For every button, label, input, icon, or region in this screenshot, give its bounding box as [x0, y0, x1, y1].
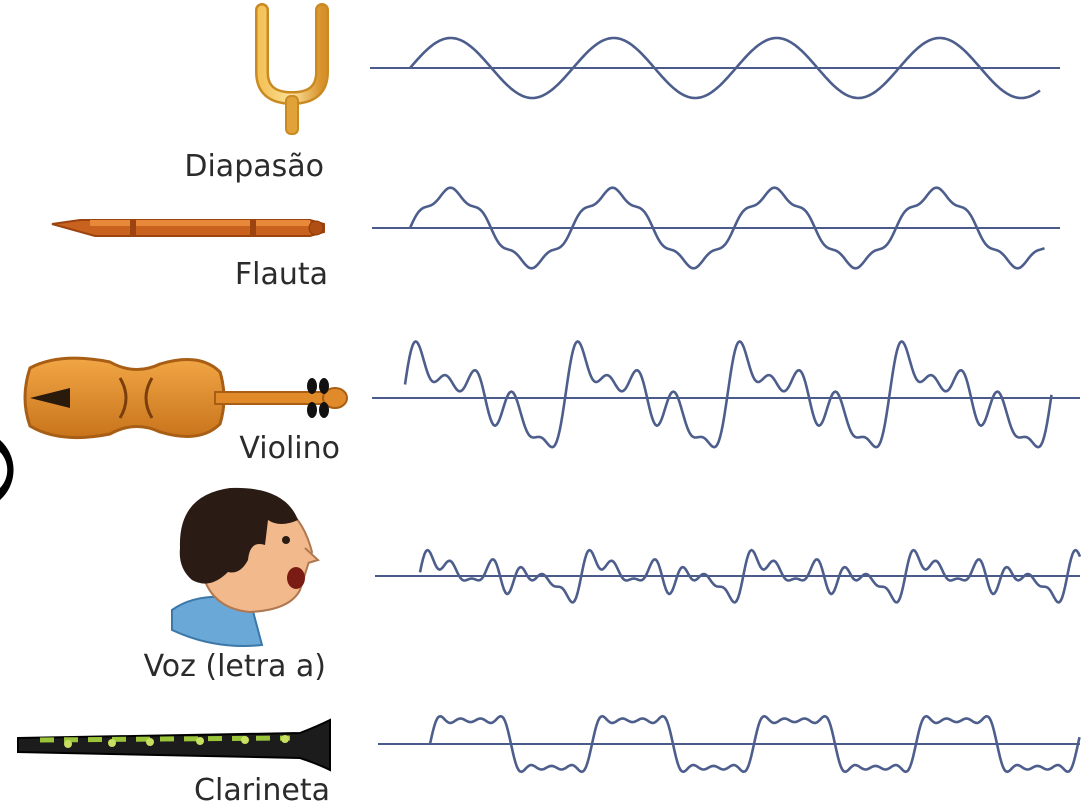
flute-icon: [51, 219, 325, 237]
clarinet-icon: [17, 718, 331, 772]
waveform-clarineta: [428, 714, 1081, 774]
violin-icon: [23, 356, 348, 440]
label-violino: Violino: [239, 431, 340, 466]
label-clarineta: Clarineta: [194, 773, 330, 806]
singing-face-icon: [171, 487, 320, 647]
waveform-diapasao: [409, 36, 1041, 100]
waveform-voz: [418, 548, 1082, 604]
label-flauta: Flauta: [235, 257, 328, 292]
label-voz: Voz (letra a): [144, 649, 326, 684]
waveform-flauta: [408, 186, 1045, 270]
partial-circle-mark: [0, 440, 14, 500]
tuning-fork-icon: [255, 3, 329, 135]
waveform-violino: [403, 340, 1053, 449]
label-diapasao: Diapasão: [184, 149, 324, 184]
waveforms: [403, 36, 1082, 774]
